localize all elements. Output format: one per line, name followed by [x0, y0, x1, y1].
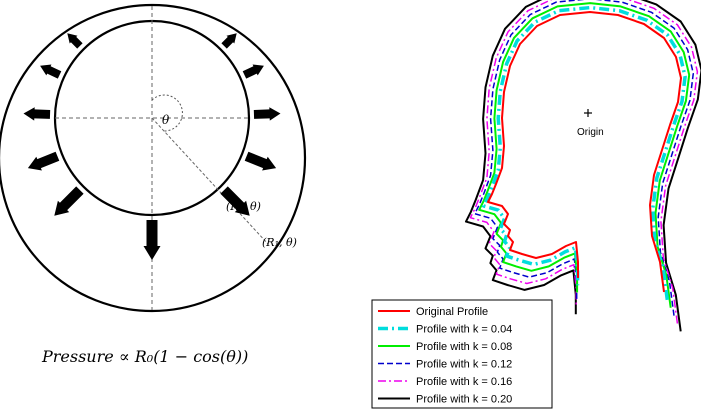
pressure-arrow [220, 186, 250, 216]
theta-label: θ [162, 113, 170, 127]
pressure-arrow [242, 64, 264, 79]
profile-curve [474, 0, 695, 316]
point-outer-label: (R₁, θ) [262, 236, 297, 249]
profile-curve [487, 11, 682, 293]
profile-curve [469, 0, 699, 324]
pressure-arrow [54, 186, 84, 216]
pressure-arrow [253, 107, 281, 121]
legend-label: Profile with k = 0.08 [416, 341, 512, 353]
pressure-formula: Pressure ∝ R₀(1 − cos(θ)) [41, 347, 248, 366]
legend-label: Profile with k = 0.16 [416, 376, 512, 388]
legend-box [371, 299, 553, 409]
profile-curve [465, 0, 701, 332]
pressure-arrow [23, 107, 51, 121]
profile-curve [481, 5, 687, 301]
legend-label: Profile with k = 0.04 [416, 324, 512, 336]
pressure-arrow [27, 151, 60, 171]
point-inner-label: (R₀, θ) [226, 200, 261, 213]
outer-circle [0, 3, 307, 313]
pressure-arrow [221, 33, 237, 49]
legend-label: Profile with k = 0.12 [416, 359, 512, 371]
pressure-arrow [67, 33, 83, 49]
pressure-arrow [244, 151, 277, 171]
origin-label: Origin [577, 127, 604, 138]
pressure-arrows [23, 33, 281, 260]
origin-marker [584, 109, 592, 117]
pressure-arrow [40, 64, 62, 79]
theta-arc [151, 94, 183, 132]
expansion-diagram: θ (R₀, θ) (R₁, θ) Pressure ∝ R₀(1 − cos(… [0, 3, 307, 366]
pressure-arrow [143, 220, 161, 260]
legend-label: Profile with k = 0.20 [416, 394, 512, 406]
radial-line [151, 117, 269, 245]
profile-curve [478, 2, 691, 308]
legend-label: Original Profile [416, 306, 488, 318]
profile-curves [465, 0, 701, 332]
